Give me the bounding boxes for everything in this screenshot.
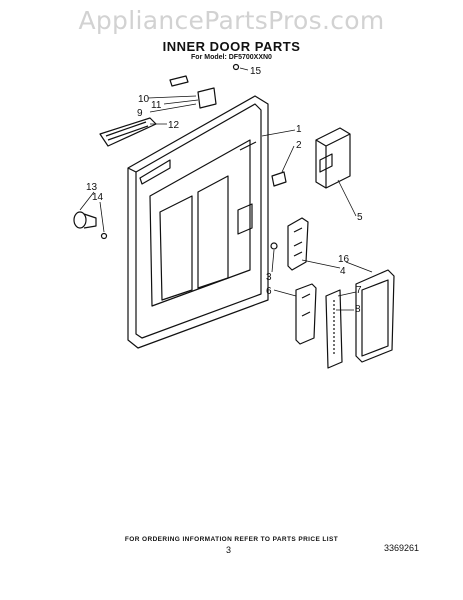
callout-7: 7 [356, 285, 362, 296]
latch-2 [271, 171, 287, 187]
callout-12: 12 [168, 120, 180, 131]
roller-3 [270, 242, 278, 250]
small-bracket [169, 75, 217, 109]
document-number: 3369261 [384, 543, 420, 553]
callout-9: 9 [137, 108, 143, 119]
screw-15 [232, 63, 240, 71]
page-number: 3 [226, 545, 232, 555]
latch-assembly [287, 217, 309, 271]
callout-1: 1 [296, 124, 302, 135]
callout-6: 6 [266, 286, 272, 297]
inner-door-panel [127, 95, 269, 349]
vent-grille [99, 117, 157, 147]
callout-14: 14 [92, 192, 104, 203]
callout-11: 11 [151, 100, 162, 111]
callout-16: 16 [338, 254, 350, 265]
spring-rod [325, 289, 343, 369]
callout-2: 2 [296, 140, 302, 151]
callout-4: 4 [340, 266, 346, 277]
callout-3: 3 [266, 272, 272, 283]
callout-labels: 1 2 3 4 5 6 7 8 9 10 11 12 13 14 15 16 [86, 66, 363, 315]
callout-13: 13 [86, 182, 98, 193]
dispenser-module [315, 127, 351, 189]
ordering-footer: FOR ORDERING INFORMATION REFER TO PARTS … [124, 536, 339, 543]
callout-10: 10 [138, 94, 150, 105]
handle-piece [295, 283, 317, 345]
callout-8: 8 [355, 304, 361, 315]
callout-15: 15 [250, 66, 262, 77]
watermark: AppliancePartsPros.com [78, 6, 385, 35]
knob [73, 211, 108, 240]
side-cover [355, 269, 395, 363]
model-subtitle: For Model: DF5700XXN0 [191, 54, 272, 61]
diagram-title: INNER DOOR PARTS [162, 39, 301, 54]
callout-5: 5 [357, 212, 363, 223]
